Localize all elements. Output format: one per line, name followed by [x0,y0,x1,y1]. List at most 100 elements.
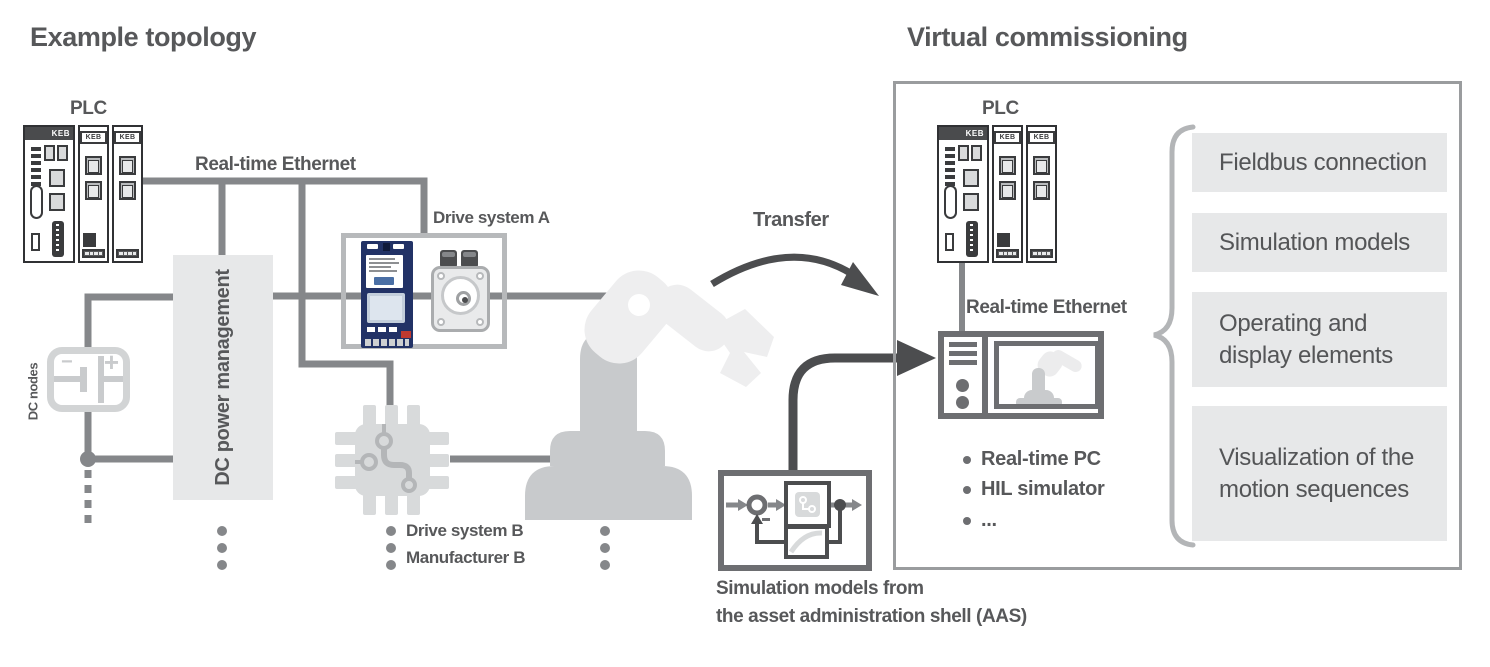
transfer-arrow [710,253,879,296]
keb-badge: KEB [939,127,987,140]
keb-badge: KEB [80,131,107,144]
pc-button-icon [956,396,969,409]
keb-badge: KEB [994,131,1021,144]
bullet-dot-icon [963,455,971,464]
ellipsis-dots [217,526,610,570]
drive-system-b-label: Drive system B [406,521,524,540]
aas-to-pc-arrow [788,340,936,472]
transfer-label: Transfer [753,209,829,231]
terminal-strip-icon [996,249,1019,258]
servo-motor-icon [431,266,490,332]
bullet-item: ... [963,509,997,532]
bullet-dot-icon [963,516,971,525]
feature-label: Fieldbus connection [1219,148,1427,176]
plc-device: KEB KEB KEB [23,125,143,263]
port-icon [999,181,1016,200]
manufacturer-b-label: Manufacturer B [406,548,526,567]
plc-io-module: KEB [1026,125,1057,263]
led-indicators-icon [31,147,41,186]
battery-wire [54,376,82,382]
feature-label: display elements [1219,341,1393,369]
port-icon [85,181,102,200]
robot-arm-icon [525,270,774,520]
port-icon [119,156,136,175]
battery-icon: − + [47,347,130,412]
drive-system-a-label: Drive system A [433,208,550,227]
keb-badge: KEB [1028,131,1055,144]
dsub-connector-icon [30,185,43,219]
terminal-strip-icon [82,249,105,258]
bullet-label: ... [981,509,997,531]
pin-connector-icon [966,221,978,257]
feature-label: Visualization of the [1219,443,1415,471]
drive-controller [361,241,413,348]
battery-minus-sign: − [61,351,73,373]
ethernet-ports-icon [44,145,68,161]
terminal-strip-icon [1030,249,1053,258]
port-icon [85,156,102,175]
plc-cpu-module: KEB [23,125,75,263]
bullet-item: Real-time PC [963,448,1101,471]
port-icon [963,169,979,187]
aas-box [718,470,872,571]
motor-connector-icon [440,250,457,268]
pin-connector-icon [52,221,64,257]
pc-screen [994,341,1100,409]
bullet-item: HIL simulator [963,478,1105,501]
chip-icon [335,405,449,515]
plc-device: KEB KEB KEB [937,125,1057,263]
port-icon [963,193,979,211]
curly-brace [1153,124,1196,548]
motor-connector-icon [461,250,478,268]
keb-badge: KEB [25,127,73,140]
led-indicators-icon [945,147,955,186]
drive-system-a-box [341,233,507,349]
terminal-strip-icon [116,249,139,258]
realtime-ethernet-label: Real-time Ethernet [966,297,1127,318]
battery-plus-sign: + [103,347,119,377]
plc-io-module: KEB [992,125,1023,263]
plc-label: PLC [982,98,1019,119]
port-icon [999,156,1016,175]
aas-caption-line1: Simulation models from [716,578,924,599]
drive-label-area [366,255,403,288]
plc-cpu-module: KEB [937,125,989,263]
ethernet-ports-icon [958,145,982,161]
ethernet-bus-lines [143,177,428,406]
bullet-label: HIL simulator [981,478,1105,500]
slot-icon [945,233,954,251]
port-icon [49,169,65,187]
feature-label: Simulation models [1219,228,1410,256]
battery-plate-long [98,356,104,403]
dc-power-management-box: DC power management [173,255,273,500]
battery-wire [104,376,123,382]
port-icon [1033,181,1050,200]
feature-box-fieldbus: Fieldbus connection [1192,133,1447,192]
bullet-label: Real-time PC [981,448,1101,470]
feature-label: Operating and [1219,309,1368,337]
plc-label: PLC [70,98,107,119]
junction-dot [80,451,96,467]
slot-icon [31,233,40,251]
virtual-commissioning-title: Virtual commissioning [907,22,1188,52]
dsub-connector-icon [944,185,957,219]
port-icon [49,193,65,211]
aas-caption-line2: the asset administration shell (AAS) [716,606,1027,627]
keb-badge: KEB [114,131,141,144]
plc-io-module: KEB [112,125,143,263]
feature-label: motion sequences [1219,475,1409,503]
drive-red-badge [401,331,411,338]
pc-button-icon [956,379,969,392]
port-icon [997,233,1010,247]
realtime-ethernet-label: Real-time Ethernet [195,154,356,175]
feature-box-visualization: Visualization of the motion sequences [1192,406,1447,541]
pc-icon [938,331,1104,419]
bullet-dot-icon [963,485,971,494]
port-icon [83,233,96,247]
virtual-commissioning-box [893,81,1462,570]
feature-box-simulation: Simulation models [1192,213,1447,272]
